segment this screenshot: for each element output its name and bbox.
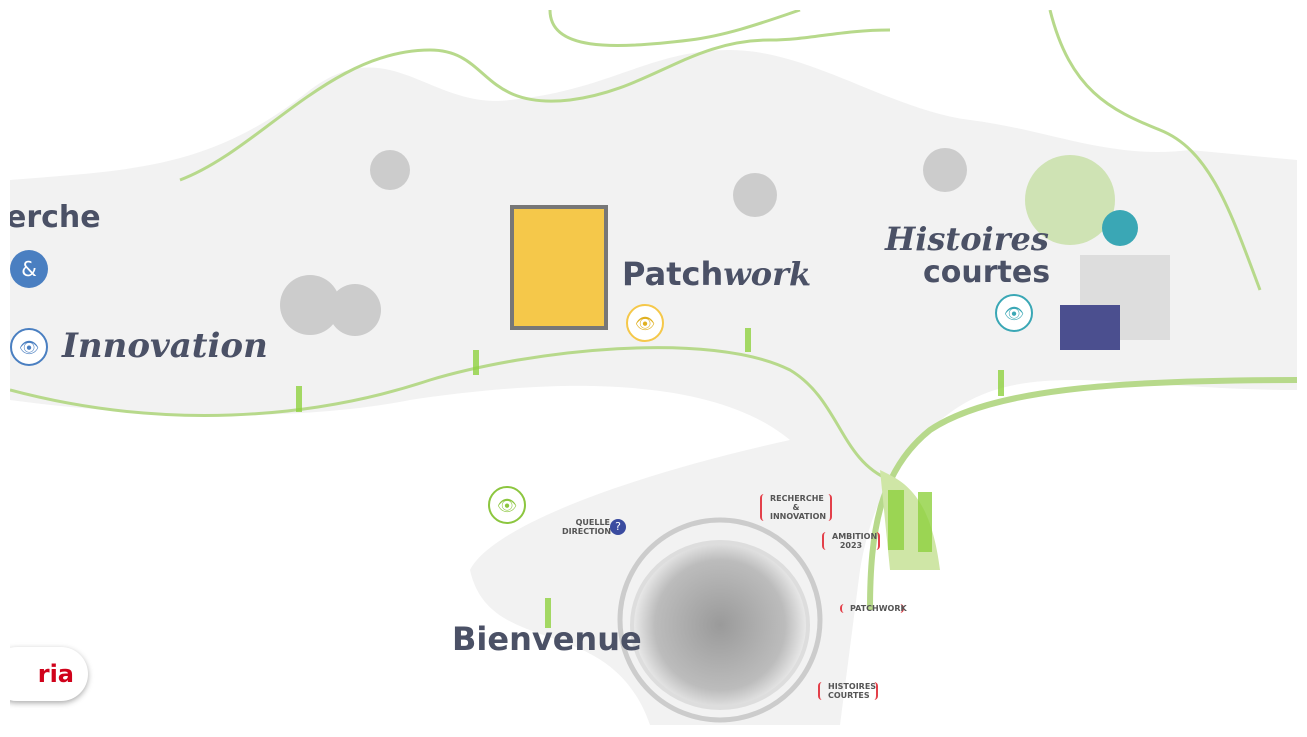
team-photo [630, 540, 810, 710]
nav-histoires-courtes[interactable]: HISTOIRES COURTES [818, 682, 878, 700]
eye-icon: 👁 [1003, 303, 1025, 323]
eye-icon: 👁 [634, 313, 656, 333]
landscape-background [10, 10, 1297, 725]
nav-patchwork[interactable]: PATCHWORK [840, 604, 907, 613]
map-scene[interactable]: erche & 👁 Innovation Patchwork 👁 Histoir… [10, 10, 1297, 725]
ampersand-badge: & [10, 250, 48, 288]
section-title-innovation[interactable]: Innovation [62, 326, 268, 366]
nav-recherche-innovation[interactable]: RECHERCHE & INNOVATION [760, 494, 832, 521]
section-title-histoires[interactable]: Histoires [885, 220, 1049, 258]
nav-ambition-2023[interactable]: AMBITION 2023 [822, 532, 880, 550]
eye-icon: 👁 [18, 337, 40, 357]
help-icon[interactable]: ? [610, 519, 626, 535]
section-title-patchwork[interactable]: Patchwork [622, 255, 811, 293]
section-title-bienvenue[interactable]: Bienvenue [452, 620, 642, 658]
eye-button-histoires[interactable]: 👁 [995, 294, 1033, 332]
patchwork-bold: Patch [622, 255, 724, 293]
eye-button-patchwork[interactable]: 👁 [626, 304, 664, 342]
eye-button-recherche[interactable]: 👁 [10, 328, 48, 366]
eye-button-bienvenue[interactable]: 👁 [488, 486, 526, 524]
quelle-direction-link[interactable]: QUELLE DIRECTION [562, 518, 612, 536]
section-title-recherche[interactable]: erche [10, 200, 101, 235]
section-title-courtes[interactable]: courtes [923, 255, 1051, 290]
patchwork-italic: work [723, 255, 812, 293]
inria-logo-button[interactable]: ria [10, 647, 88, 701]
patchwork-frame-illustration [510, 205, 608, 330]
eye-icon: 👁 [496, 495, 518, 515]
